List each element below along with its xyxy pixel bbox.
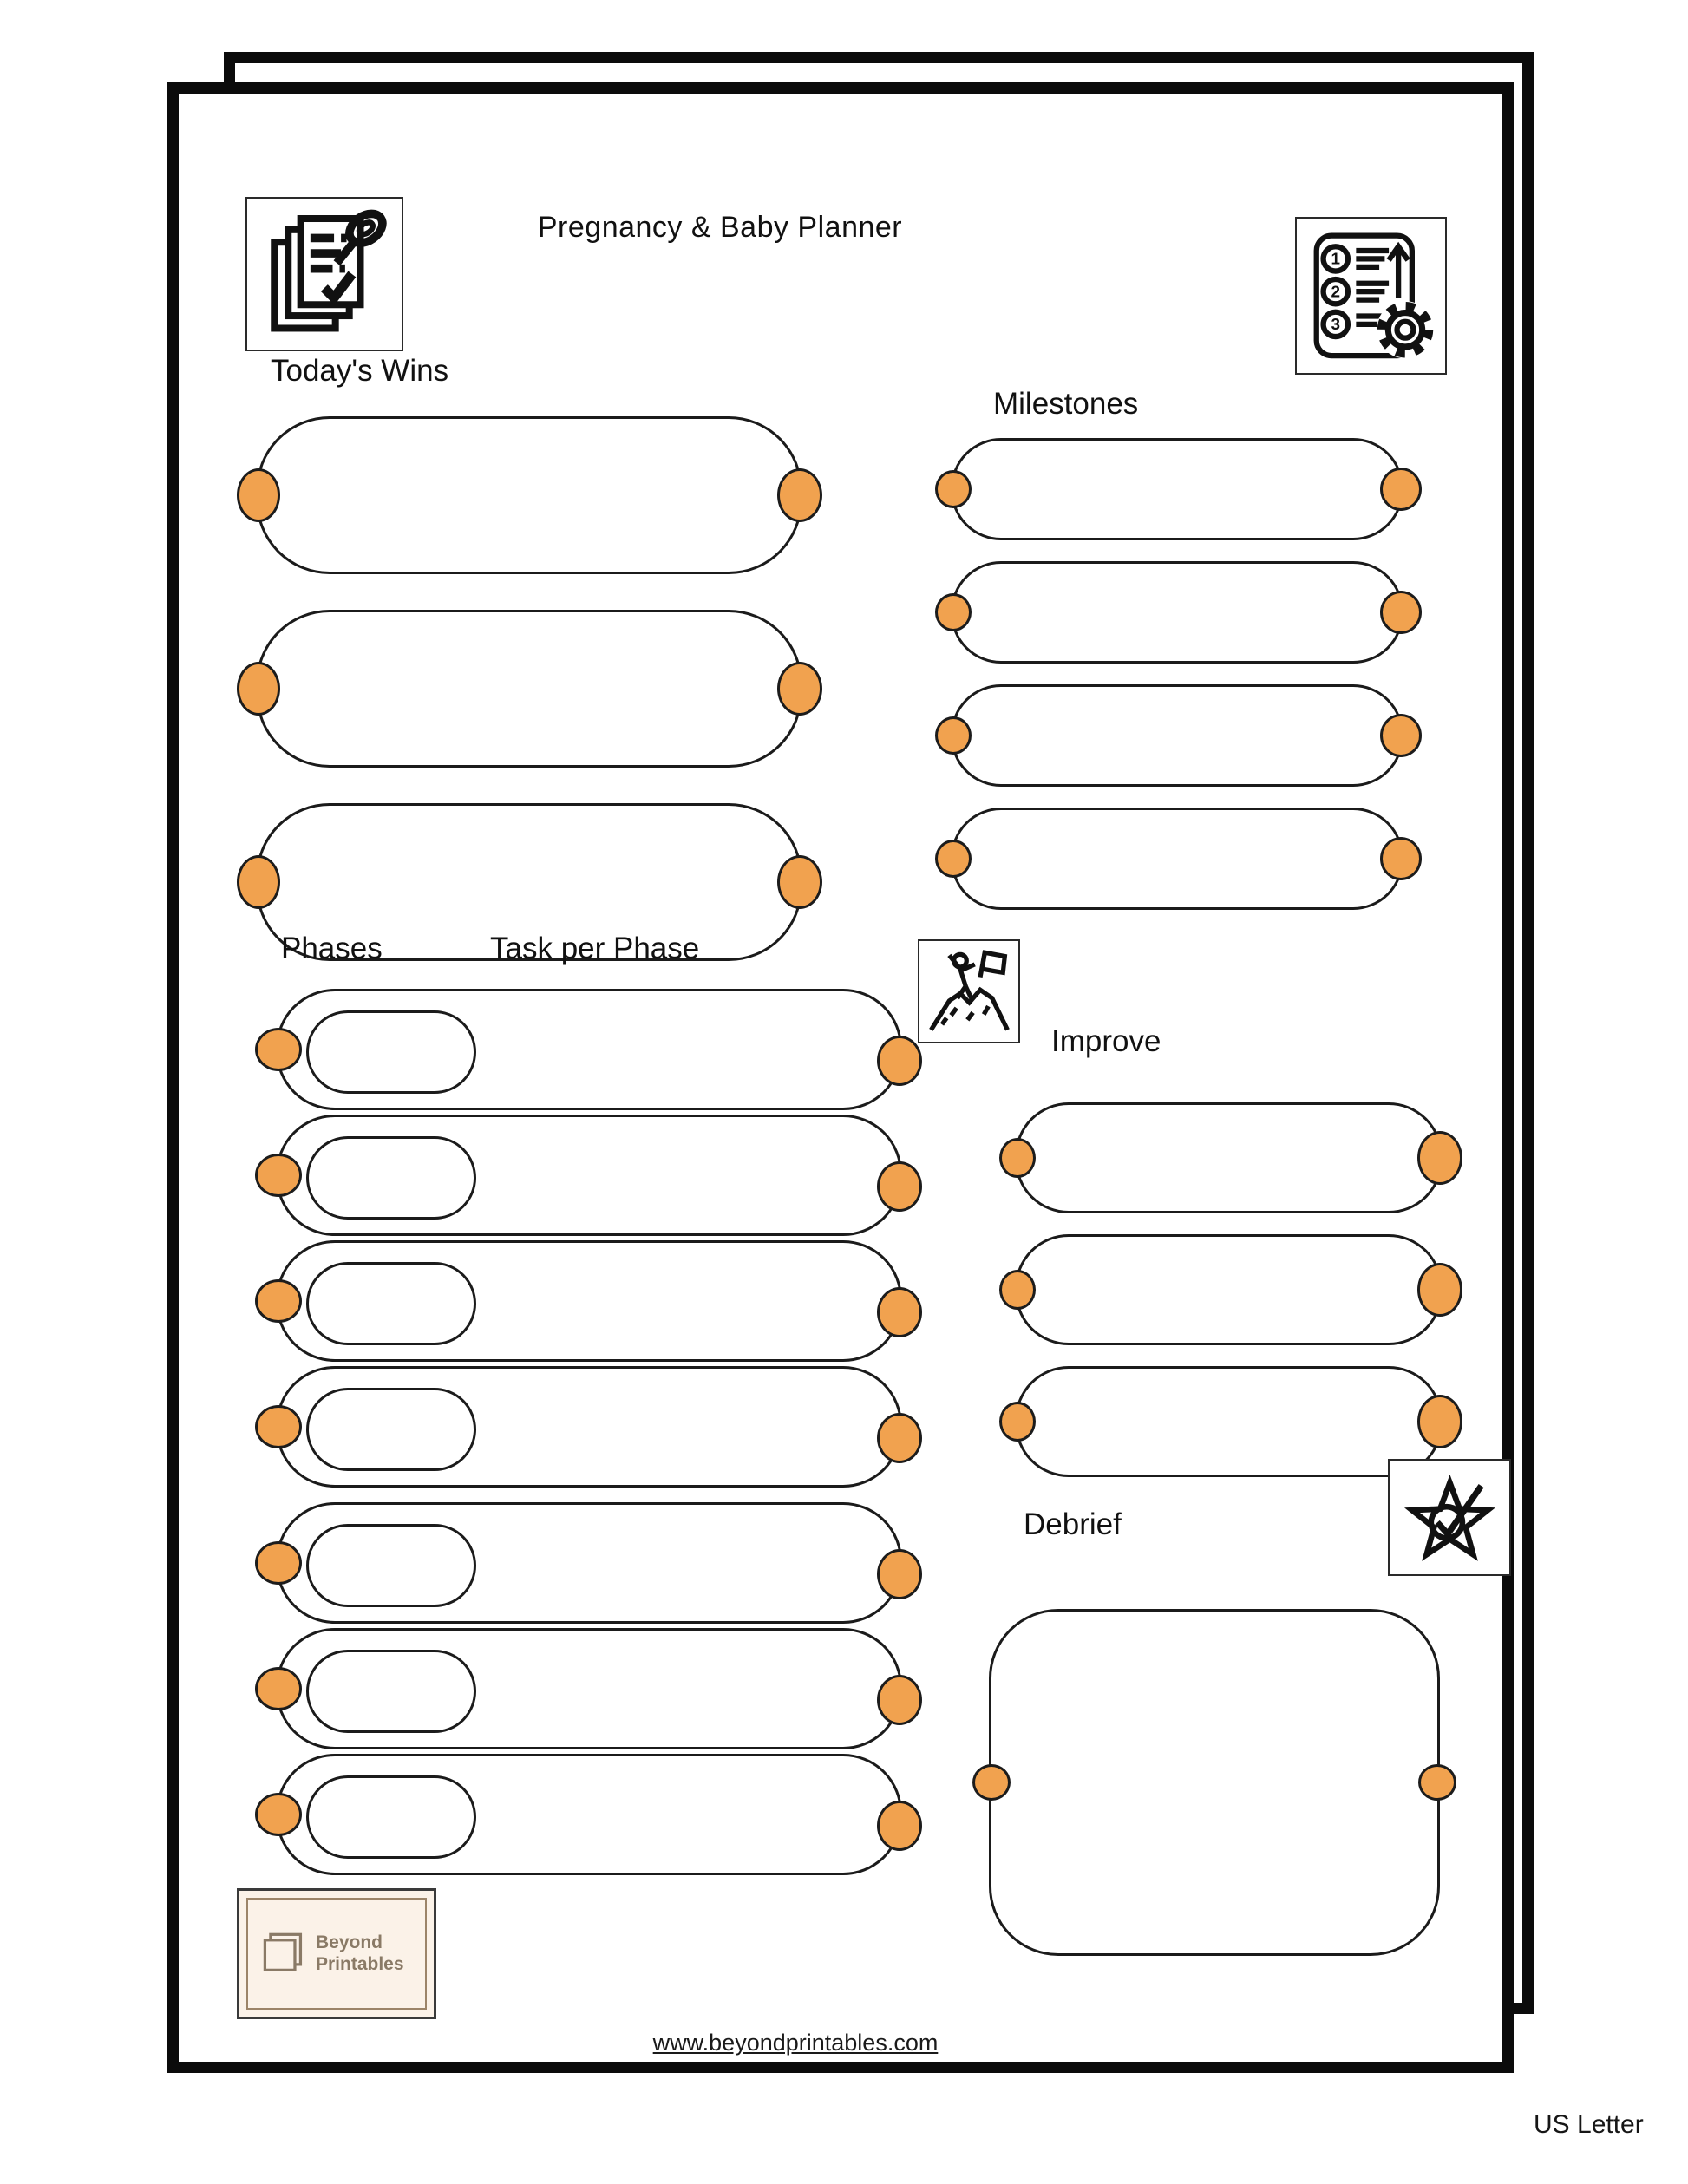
improve-slot[interactable] (999, 1366, 1462, 1477)
orange-dot-right (1417, 1395, 1462, 1448)
improve-slot[interactable] (999, 1102, 1462, 1213)
orange-dot-right (877, 1413, 922, 1463)
milestone-slot[interactable] (935, 684, 1422, 787)
page-title: Pregnancy & Baby Planner (537, 211, 903, 244)
phase-name-slot[interactable] (306, 1775, 476, 1859)
phase-name-slot[interactable] (306, 1262, 476, 1345)
phase-task-slot[interactable] (255, 1628, 922, 1749)
star-check-icon (1388, 1459, 1511, 1576)
orange-dot-right (1380, 468, 1422, 511)
mountain-climber-flag-icon (918, 939, 1020, 1043)
brand-logo: Beyond Printables (237, 1888, 436, 2019)
orange-dot-right (777, 855, 822, 909)
phase-task-slot[interactable] (255, 1366, 922, 1488)
orange-dot-left (237, 468, 280, 522)
orange-dot-left (237, 855, 280, 909)
phase-task-slot[interactable] (255, 1754, 922, 1875)
improve-heading: Improve (1051, 1024, 1161, 1058)
orange-dot-left (935, 470, 972, 508)
numbered-steps-gear-icon: 1 2 3 (1295, 217, 1447, 375)
orange-dot-left (255, 1667, 302, 1710)
orange-dot-right (1380, 591, 1422, 634)
phase-name-slot[interactable] (306, 1136, 476, 1220)
debrief-heading: Debrief (1024, 1507, 1122, 1541)
orange-dot-left (255, 1541, 302, 1585)
orange-dot-right (1417, 1131, 1462, 1185)
website-link[interactable]: www.beyondprintables.com (652, 2030, 939, 2056)
phase-task-slot[interactable] (255, 1240, 922, 1362)
orange-dot-left (255, 1028, 302, 1071)
debrief-slot[interactable] (972, 1609, 1456, 1956)
phase-name-slot[interactable] (306, 1650, 476, 1733)
phase-task-slot[interactable] (255, 1115, 922, 1236)
orange-dot-left (935, 716, 972, 755)
milestone-slot[interactable] (935, 438, 1422, 540)
orange-dot-right (877, 1161, 922, 1212)
orange-dot-right (877, 1036, 922, 1086)
orange-dot-right (877, 1675, 922, 1725)
orange-dot-right (877, 1801, 922, 1851)
milestones-heading: Milestones (993, 387, 1139, 421)
logo-wordmark: Beyond Printables (316, 1932, 404, 1974)
orange-dot-right (777, 468, 822, 522)
orange-dot-left (999, 1138, 1036, 1178)
phase-name-slot[interactable] (306, 1524, 476, 1607)
phase-name-slot[interactable] (306, 1010, 476, 1094)
stacked-pages-icon (263, 1932, 303, 1971)
phases-rows (255, 989, 922, 1875)
improve-slot[interactable] (999, 1234, 1462, 1345)
orange-dot-right (1417, 1263, 1462, 1317)
phase-task-slot[interactable] (255, 1502, 922, 1624)
orange-dot-left (255, 1405, 302, 1448)
milestone-slot[interactable] (935, 808, 1422, 910)
orange-dot-left (999, 1270, 1036, 1310)
orange-dot-right (877, 1549, 922, 1599)
todays-wins-slot[interactable] (237, 416, 822, 574)
logo-line1: Beyond (316, 1932, 383, 1953)
todays-wins-slot[interactable] (237, 803, 822, 961)
milestone-slot[interactable] (935, 561, 1422, 664)
svg-text:3: 3 (1331, 315, 1340, 333)
orange-dot-right (1380, 714, 1422, 757)
orange-dot-left (255, 1793, 302, 1836)
orange-dot-left (972, 1764, 1011, 1801)
paper-size-label: US Letter (1534, 2110, 1644, 2139)
phase-task-slot[interactable] (255, 989, 922, 1110)
task-per-phase-heading: Task per Phase (490, 932, 700, 965)
milestones-rows (935, 438, 1422, 910)
orange-dot-right (1418, 1764, 1456, 1801)
svg-text:1: 1 (1331, 250, 1340, 268)
logo-line2: Printables (316, 1953, 404, 1974)
svg-text:2: 2 (1331, 283, 1340, 301)
orange-dot-right (777, 662, 822, 716)
orange-dot-right (1380, 837, 1422, 880)
orange-dot-left (935, 840, 972, 878)
phase-name-slot[interactable] (306, 1388, 476, 1471)
orange-dot-left (255, 1279, 302, 1323)
todays-wins-heading: Today's Wins (271, 354, 449, 388)
orange-dot-left (935, 593, 972, 631)
orange-dot-right (877, 1287, 922, 1337)
logo-frame: Beyond Printables (246, 1898, 427, 2010)
orange-dot-left (255, 1154, 302, 1197)
phases-heading: Phases (281, 932, 383, 965)
improve-rows (999, 1102, 1462, 1477)
todays-wins-slot[interactable] (237, 610, 822, 768)
pinned-notes-icon (245, 197, 403, 351)
todays-wins-rows (237, 416, 822, 961)
orange-dot-left (237, 662, 280, 716)
orange-dot-left (999, 1402, 1036, 1442)
